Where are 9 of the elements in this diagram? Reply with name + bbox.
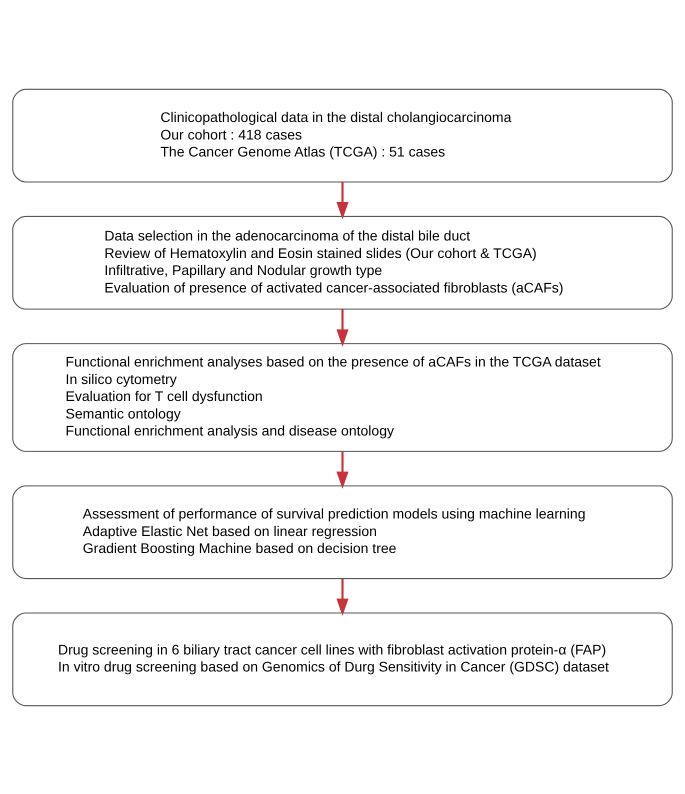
node-box: Drug screening in 6 biliary tract cancer cell lines with fibroblast activation protein-α (FAP) In vitro drug screening based on Genomics of Durg Sensitivity in Cancer (GDSC) dataset bbox=[12, 612, 673, 706]
arrow bbox=[336, 182, 349, 219]
arrow bbox=[336, 451, 349, 488]
node-box: Functional enrichment analyses based on the presence of aCAFs in the TCGA dataset In silico cytometry Evaluation for T cell dysfunction Semantic ontology Functional enrichment analysis and disease ontology bbox=[12, 342, 673, 452]
arrow bbox=[336, 309, 349, 346]
node-box: Assessment of performance of survival prediction models using machine learning Adaptive Elastic Net based on linear regression Gradient Boosting Machine based on decision tree bbox=[12, 484, 673, 579]
arrow bbox=[336, 578, 349, 616]
node-box: Data selection in the adenocarcinoma of the distal bile duct Review of Hematoxylin and Eosin stained slides (Our cohort & TCGA) Infiltrative, Papillary and Nodular growth type Evaluation of presence of activated cancer-associated fibroblasts (aCAFs) bbox=[12, 215, 673, 310]
node-box: Clinicopathological data in the distal cholangiocarcinoma Our cohort : 418 cases The Cancer Genome Atlas (TCGA) : 51 cases bbox=[12, 88, 673, 182]
